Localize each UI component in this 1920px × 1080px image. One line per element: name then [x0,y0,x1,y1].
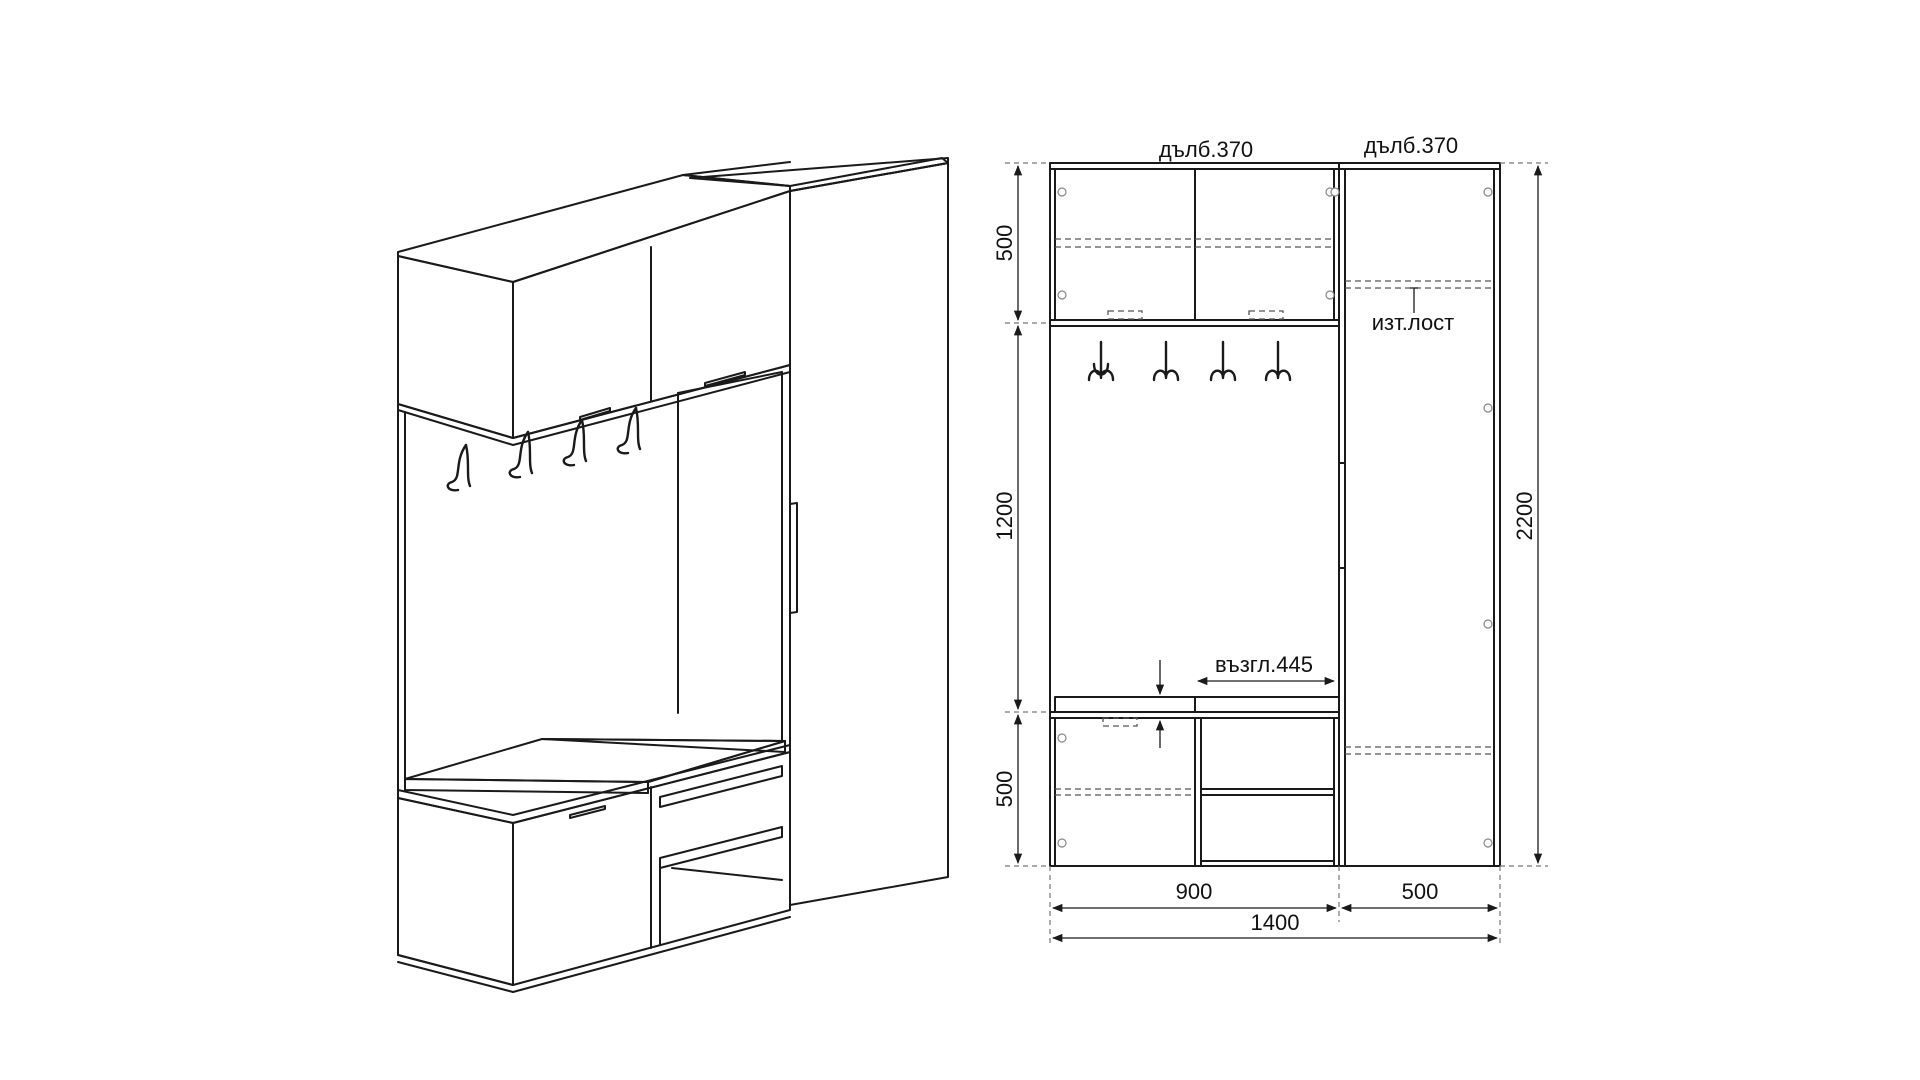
iso-wardrobe [689,157,949,906]
front-hook-3 [1209,340,1237,382]
front-bottom-cabinet [1054,717,1335,867]
dim-total-width: 1400 [1251,910,1300,935]
front-seat [1049,696,1340,719]
front-top-cabinet [1049,168,1340,327]
iso-hook-1 [446,443,468,492]
front-wardrobe-handle [1338,462,1346,569]
front-wardrobe [1330,187,1494,848]
dimension-lines [1005,162,1548,946]
seat-label: възгл.445 [1215,652,1313,677]
iso-wardrobe-handle [789,502,798,614]
labels: дълб.370 дълб.370 изт.лост възгл.445 500… [992,133,1537,935]
iso-back-panel [397,371,783,801]
iso-hooks [446,406,642,492]
front-hooks [1087,340,1292,382]
iso-top-handle-left [579,407,611,421]
front-hook-1 [1087,340,1115,382]
dim-middle-height: 1200 [992,492,1017,541]
isometric-view [397,157,949,993]
front-hook-4 [1264,340,1292,382]
iso-top-handle-right [704,371,746,387]
front-elevation [1049,162,1501,867]
iso-top-cabinet [397,161,791,446]
iso-bottom-handle [569,805,606,819]
rod-label: изт.лост [1372,310,1455,335]
depth-label-left: дълб.370 [1159,137,1253,162]
rod-marker [1410,287,1418,313]
dim-right-width: 500 [1402,879,1439,904]
iso-bottom-cabinet [397,751,791,993]
dim-left-width: 900 [1176,879,1213,904]
dim-upper-height: 500 [992,225,1017,262]
front-outer-frame [1049,162,1501,867]
dim-lower-height: 500 [992,771,1017,808]
dim-total-height: 2200 [1512,492,1537,541]
depth-label-right: дълб.370 [1364,133,1458,158]
front-hook-2 [1152,340,1180,382]
iso-hook-2 [508,430,530,479]
iso-hook-3 [562,418,584,467]
iso-hook-4 [616,406,638,455]
